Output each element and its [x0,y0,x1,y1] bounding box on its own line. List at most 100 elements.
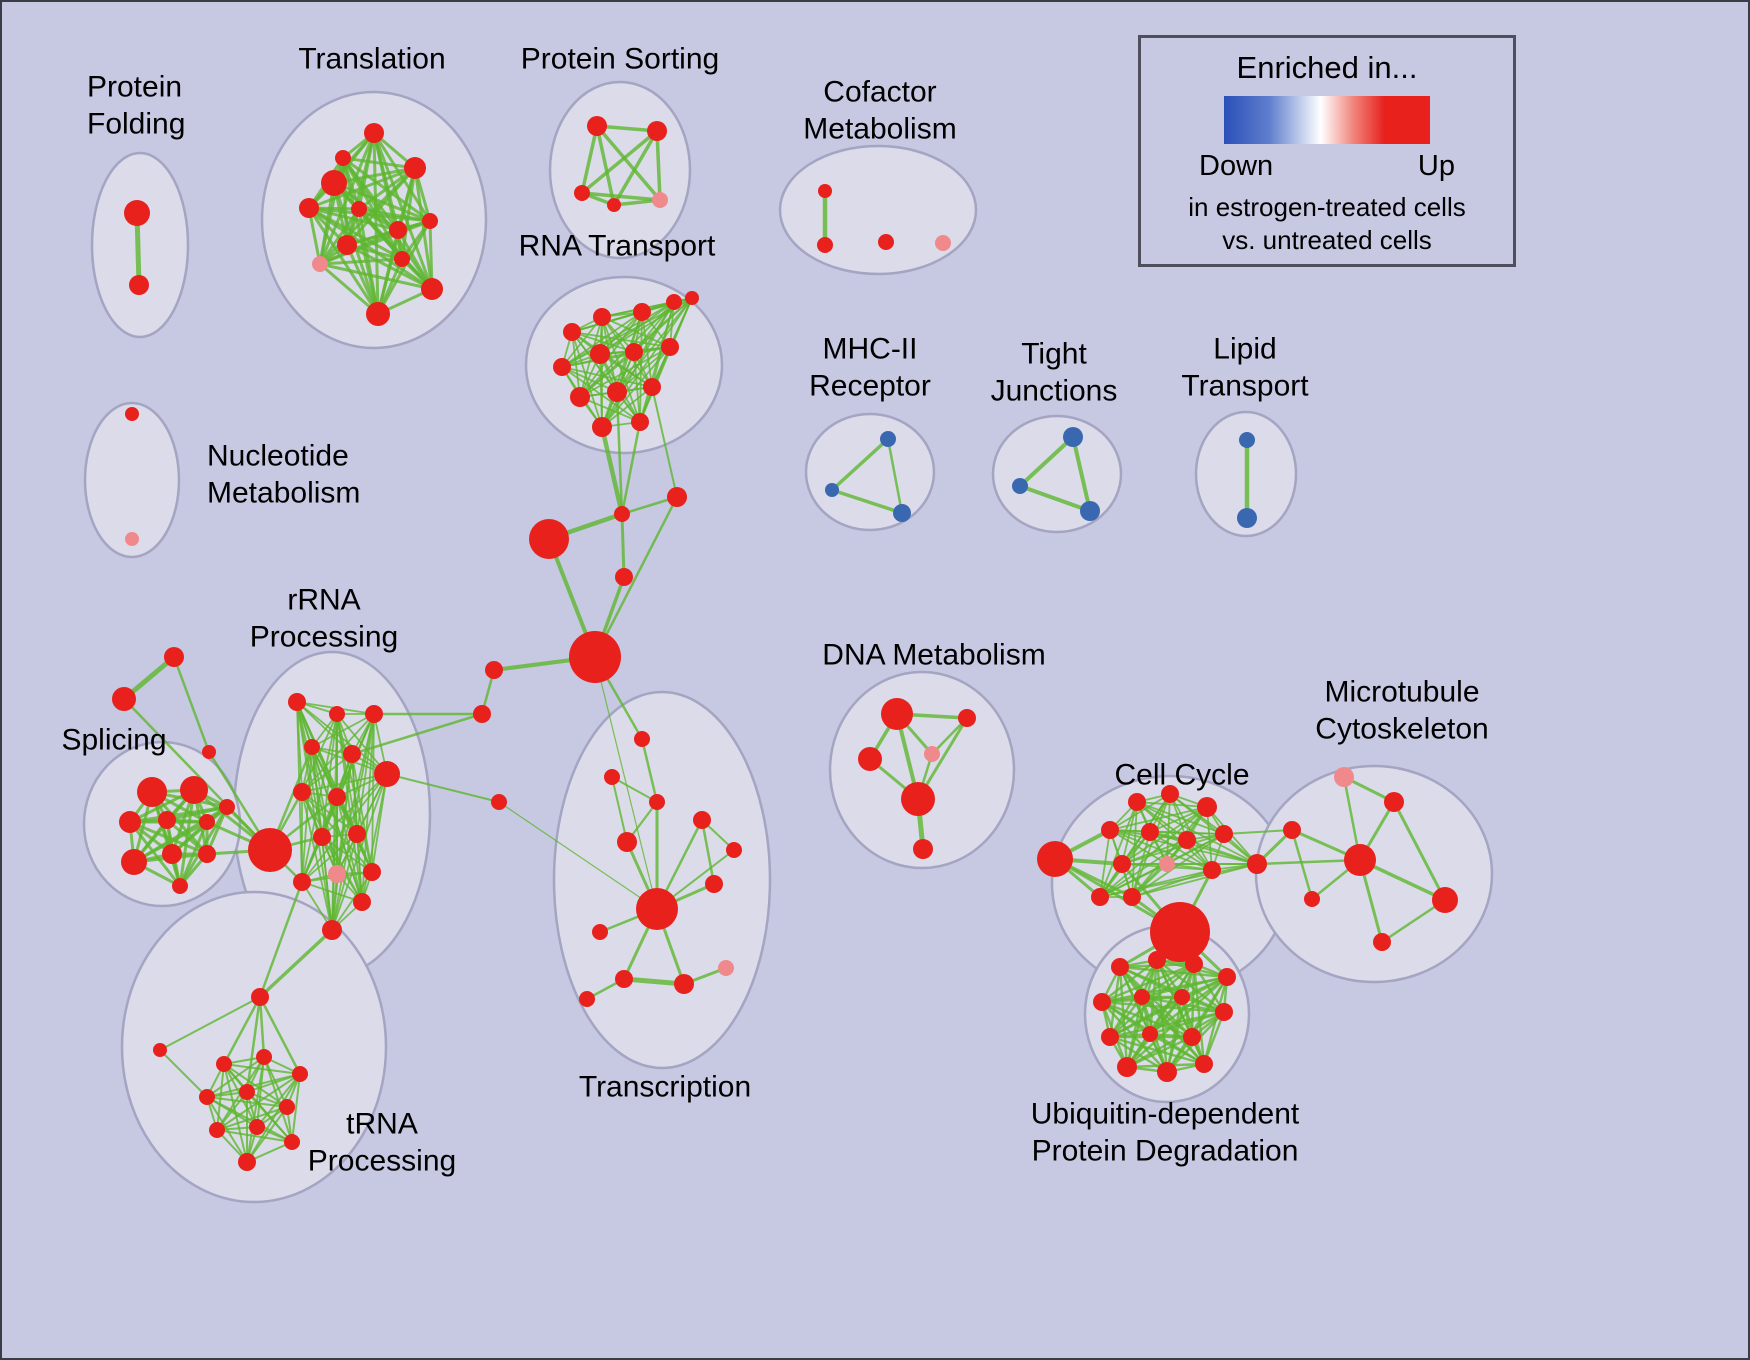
edge-ub7-ub9 [1108,995,1184,1039]
edge-tn3-tn9 [291,1073,301,1143]
node-cc6 [1141,823,1159,841]
cluster-ellipse-tight-junctions [991,414,1123,534]
node-m3 [491,794,507,810]
edge-tn2-tn9 [263,1056,293,1143]
cluster-ellipse-transcription [552,690,772,1070]
edge-rt13-hub1 [620,420,642,516]
edge-rr10-rr12 [301,833,358,883]
node-ccbig [1150,902,1210,962]
node-ub9 [1101,1028,1119,1046]
edge-tr9-tr11 [318,257,404,266]
edge-tn2-tn4 [206,1056,265,1098]
edge-txt2-txt5 [611,776,628,843]
node-rr10 [348,825,366,843]
edge-ub8-ub9 [1108,1010,1226,1039]
node-rr3 [365,705,383,723]
node-txt7 [705,875,723,893]
node-mc3 [1283,821,1301,839]
node-cf2 [817,237,833,253]
legend-caption-line1: in estrogen-treated cells [1188,192,1466,222]
node-lt1 [1239,432,1255,448]
node-rr11 [328,865,346,883]
node-mc6 [1304,891,1320,907]
edge-rt8-rt10 [616,346,671,393]
node-bighub [569,631,621,683]
cluster-label-tight-junctions-line2: Junctions [991,375,1118,408]
node-pf2 [129,275,149,295]
edge-mh1-mh3 [886,437,904,515]
edge-tr5-tr8 [345,243,380,316]
edge-rr2-rr7 [301,713,338,793]
legend-caption-line2: vs. untreated cells [1222,225,1432,255]
node-rr1 [288,693,306,711]
edge-cc4-cc5 [1109,806,1208,831]
node-mh3 [893,504,911,522]
cluster-label-cofactor-metabolism-line1: Cofactor [823,76,936,109]
node-hub4 [615,568,633,586]
cluster-ellipse-cofactor-metabolism [778,144,978,276]
edge-rr14-rr15 [331,871,373,931]
edge-cc2-cc11 [1136,801,1213,871]
edge-hub2-bighub [593,495,679,659]
node-txt3 [649,794,665,810]
node-tr1 [321,170,347,196]
node-ub13 [1157,1062,1177,1082]
node-cc1 [1037,841,1073,877]
node-txt2 [604,769,620,785]
edge-ps2-ps4 [612,129,659,207]
edge-rr3-rr7 [301,713,375,793]
node-layer [112,116,1458,1171]
edge-tn5-tn7 [216,1091,248,1131]
node-tn8 [249,1119,265,1135]
cluster-label-ubiquitin-degradation-line2: Protein Degradation [1032,1135,1299,1168]
edge-rt5-rt10 [561,366,618,393]
node-rt8 [661,338,679,356]
node-ps4 [607,198,621,212]
edge-rt5-rt14 [561,297,693,368]
node-ub4 [1218,968,1236,986]
edge-rr6-rr7 [301,773,388,793]
edge-rr5-rr15 [351,753,373,873]
node-sp6 [121,849,147,875]
node-rt12 [592,417,612,437]
edge-ub8-ub10 [1148,1010,1226,1036]
node-dn1 [881,698,913,730]
edge-tr8-tr13 [376,219,432,316]
node-sp10 [219,799,235,815]
cluster-label-protein-sorting-line1: Protein Sorting [521,43,719,76]
edge-tn1-tn7 [216,1063,225,1131]
node-m1 [485,661,503,679]
cluster-ellipse-nucleotide-metabolism [83,401,181,559]
edge-rr6-rr15 [371,773,388,873]
edge-rt8-rt9 [579,346,671,398]
node-sp9 [172,878,188,894]
cluster-label-transcription-line1: Transcription [579,1071,751,1104]
node-rr4 [304,739,320,755]
node-mc7 [1373,933,1391,951]
edge-cc2-cc4 [1136,801,1208,808]
cluster-label-lipid-transport-line1: Lipid [1213,333,1276,366]
node-rt11 [643,378,661,396]
node-dn5 [901,782,935,816]
node-tn4 [199,1089,215,1105]
node-rt1 [563,323,581,341]
node-tr3 [299,198,319,218]
node-txt12 [579,991,595,1007]
edge-tr10-tr13 [357,207,432,223]
node-ub2 [1148,951,1166,969]
edge-rr3-rr10 [356,713,375,835]
cluster-label-splicing-line1: Splicing [61,724,166,757]
node-rr9 [313,828,331,846]
node-dn2 [958,709,976,727]
node-tj1 [1063,427,1083,447]
node-cf3 [878,234,894,250]
cluster-label-mhc-ii-receptor-line1: MHC-II [823,333,918,366]
legend: Enriched in... Down Up in estrogen-treat… [1138,35,1516,267]
edge-tr2-tr10 [357,131,376,211]
node-rr7 [293,783,311,801]
node-ub7 [1174,989,1190,1005]
node-cc9 [1113,855,1131,873]
edge-rt3-rt5 [561,311,643,368]
edge-cc4-cc6 [1149,806,1208,833]
